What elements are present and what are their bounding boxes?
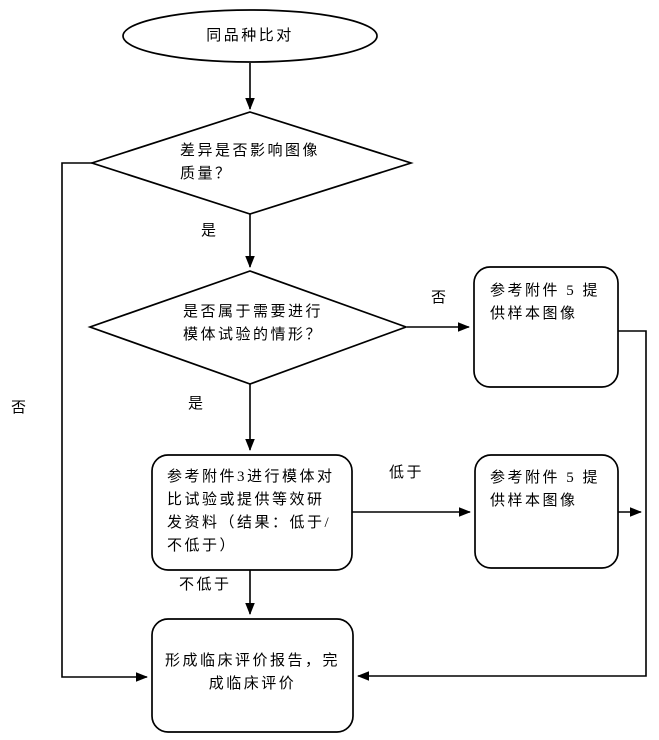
provide-samples-upper-label: 参考附件 5 提 供样本图像: [490, 283, 601, 322]
phantom-comparison-label: 参考附件3进行模体对 比试验或提供等效研 发资料（结果：低于/ 不低于）: [167, 469, 335, 554]
provide-samples-lower-label: 参考附件 5 提 供样本图像: [490, 470, 601, 509]
start-ellipse: [122, 9, 378, 63]
provide-samples-upper-box: [473, 266, 619, 388]
phantom-comparison-box: [151, 454, 353, 571]
connector-samples-upper-to-final: [357, 330, 647, 681]
decision-phantom-needed-diamond: [87, 270, 409, 385]
start-label: 同品种比对: [206, 28, 294, 44]
decision-phantom-needed-label: 是否属于需要进行 模体试验的情形？: [183, 304, 324, 343]
connector-decision1-no-to-final: [61, 162, 148, 682]
edge-label-not-lower-than: 不低于: [179, 577, 232, 593]
decision-image-quality-label: 差异是否影响图像 质量？: [180, 143, 321, 182]
edge-label-yes-2: 是: [188, 396, 206, 412]
edge-label-no-upper-right: 否: [431, 290, 449, 306]
edge-label-lower-than: 低于: [389, 465, 425, 481]
final-evaluation-box: [151, 618, 354, 733]
edge-label-no-left: 否: [11, 400, 29, 416]
decision-image-quality-diamond: [89, 111, 414, 215]
final-evaluation-label: 形成临床评价报告，完 成临床评价: [164, 653, 340, 692]
provide-samples-lower-box: [474, 454, 619, 569]
edge-label-yes-1: 是: [201, 223, 219, 239]
